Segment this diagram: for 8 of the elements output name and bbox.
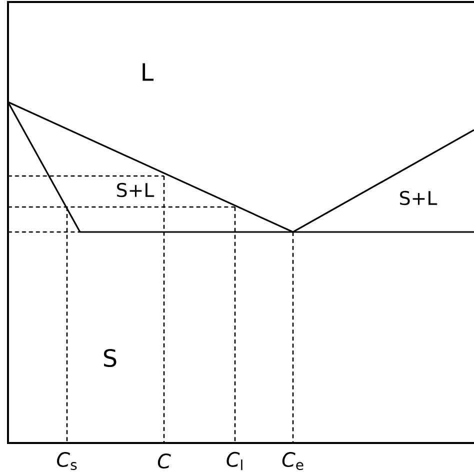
composition-label: C$_{s}$ — [57, 452, 77, 470]
phase-label: L — [142, 63, 154, 81]
phase-label: S+L — [117, 182, 154, 198]
phase-label: S — [104, 348, 116, 368]
phase-label: S+L — [400, 190, 438, 206]
composition-label: C$_{l}$ — [226, 452, 242, 470]
composition-label: C — [158, 453, 171, 469]
composition-label: C$_{e}$ — [282, 452, 304, 470]
